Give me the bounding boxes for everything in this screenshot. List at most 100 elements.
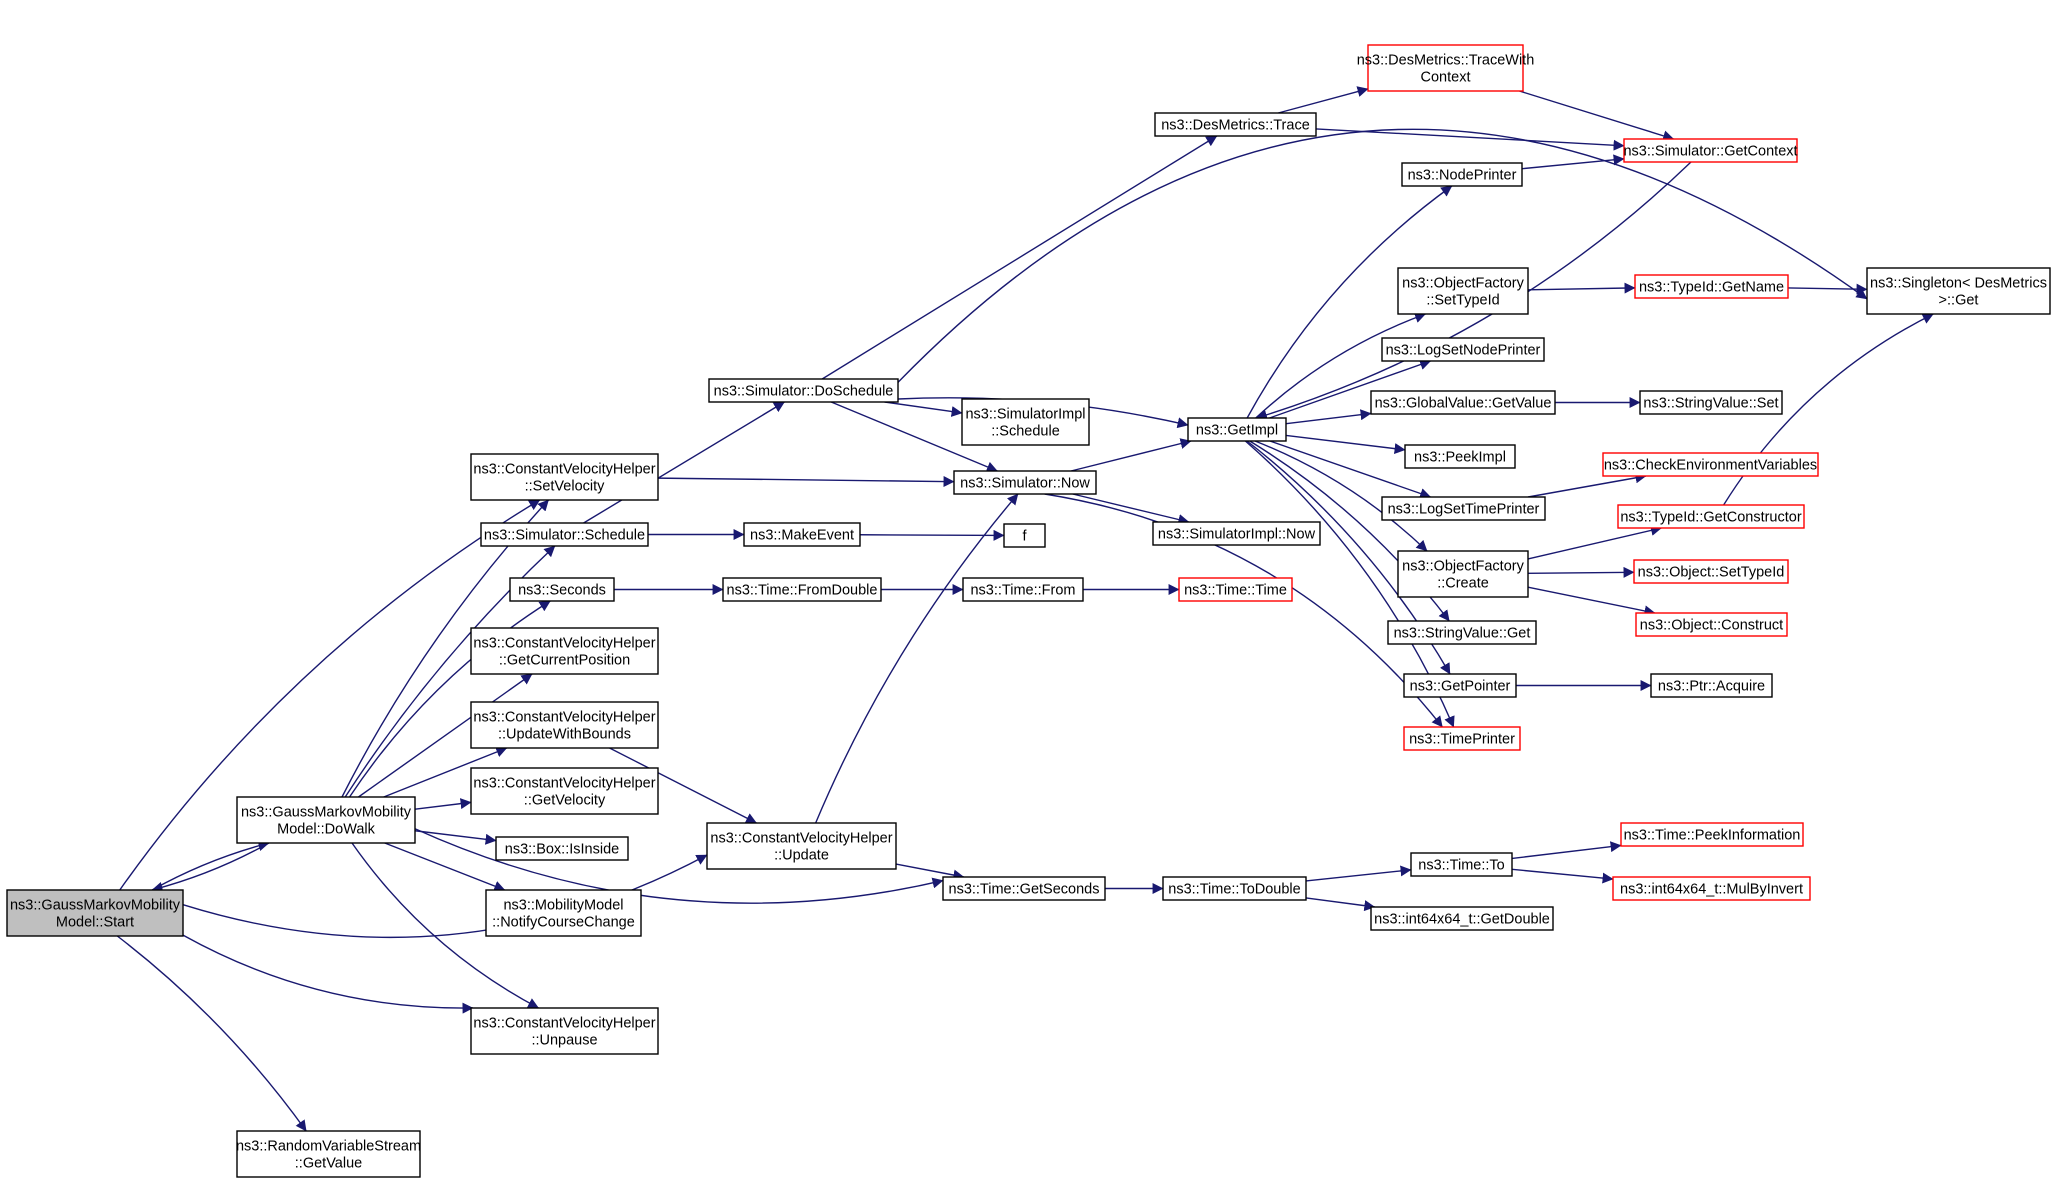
node-label: ns3::Seconds xyxy=(518,583,606,599)
node-checkenv[interactable]: ns3::CheckEnvironmentVariables xyxy=(1602,452,1819,477)
node-label: ::Unpause xyxy=(531,1033,597,1049)
node-box xyxy=(962,577,1084,602)
node-getpointer[interactable]: ns3::GetPointer xyxy=(1403,673,1517,698)
node-label: ns3::MakeEvent xyxy=(750,528,854,544)
node-box xyxy=(1633,559,1789,584)
edge-dowalk-to-updbounds xyxy=(383,746,508,798)
node-label: ns3::Box::IsInside xyxy=(505,842,619,858)
node-box xyxy=(1370,390,1556,415)
node-acquire[interactable]: ns3::Ptr::Acquire xyxy=(1650,673,1773,698)
node-notify[interactable]: ns3::MobilityModel::NotifyCourseChange xyxy=(485,889,642,937)
node-now[interactable]: ns3::Simulator::Now xyxy=(953,470,1097,495)
edge-getimpl-to-logsetnode xyxy=(1269,359,1432,419)
node-todouble[interactable]: ns3::Time::ToDouble xyxy=(1162,876,1307,901)
node-getname[interactable]: ns3::TypeId::GetName xyxy=(1634,274,1789,299)
node-getcontext[interactable]: ns3::Simulator::GetContext xyxy=(1623,138,1798,163)
node-box xyxy=(1397,267,1529,315)
node-getdouble[interactable]: ns3::int64x64_t::GetDouble xyxy=(1370,906,1554,931)
node-timetime[interactable]: ns3::Time::Time xyxy=(1178,577,1293,602)
edge-dowalk-to-unpause xyxy=(351,842,539,1009)
node-peekinfo[interactable]: ns3::Time::PeekInformation xyxy=(1620,822,1804,847)
node-label: Context xyxy=(1421,70,1471,86)
node-getseconds[interactable]: ns3::Time::GetSeconds xyxy=(942,876,1106,901)
node-label: ns3::TypeId::GetConstructor xyxy=(1620,510,1802,526)
node-simimplnow[interactable]: ns3::SimulatorImpl::Now xyxy=(1152,521,1321,546)
node-mulbyinvert[interactable]: ns3::int64x64_t::MulByInvert xyxy=(1612,876,1811,901)
node-trace[interactable]: ns3::DesMetrics::Trace xyxy=(1154,112,1317,137)
node-label: ns3::CheckEnvironmentVariables xyxy=(1604,458,1817,474)
node-label: >::Get xyxy=(1939,293,1979,309)
node-getimpl[interactable]: ns3::GetImpl xyxy=(1187,417,1287,442)
node-fromdouble[interactable]: ns3::Time::FromDouble xyxy=(722,577,882,602)
edge-doschedule-to-simimplsched xyxy=(884,401,963,417)
node-box xyxy=(1403,726,1521,751)
node-box xyxy=(1650,673,1773,698)
node-from[interactable]: ns3::Time::From xyxy=(962,577,1084,602)
node-box xyxy=(1634,274,1789,299)
node-label: ns3::ConstantVelocityHelper xyxy=(710,831,892,847)
node-box xyxy=(1370,906,1554,931)
node-objsettypeid[interactable]: ns3::Object::SetTypeId xyxy=(1633,559,1789,584)
node-label: ::Update xyxy=(774,848,829,864)
node-timeto[interactable]: ns3::Time::To xyxy=(1410,852,1513,877)
node-getctor[interactable]: ns3::TypeId::GetConstructor xyxy=(1617,504,1805,529)
node-getcurpos[interactable]: ns3::ConstantVelocityHelper::GetCurrentP… xyxy=(470,627,659,675)
node-label: ns3::Time::Time xyxy=(1184,583,1287,599)
node-f[interactable]: f xyxy=(1003,523,1046,548)
node-label: ns3::Time::From xyxy=(970,583,1075,599)
node-getvel[interactable]: ns3::ConstantVelocityHelper::GetVelocity xyxy=(470,767,659,815)
node-isinside[interactable]: ns3::Box::IsInside xyxy=(495,836,629,861)
node-setvel[interactable]: ns3::ConstantVelocityHelper::SetVelocity xyxy=(470,453,659,501)
node-makeevent[interactable]: ns3::MakeEvent xyxy=(743,522,861,547)
node-logsetnode[interactable]: ns3::LogSetNodePrinter xyxy=(1381,337,1545,362)
edge-getimpl-to-logsettime xyxy=(1269,440,1432,499)
node-label: f xyxy=(1022,529,1027,545)
node-box xyxy=(1866,267,2051,315)
edge-dowalk-to-notify xyxy=(384,842,506,892)
node-label: ::SetTypeId xyxy=(1426,293,1499,309)
node-svget[interactable]: ns3::StringValue::Get xyxy=(1387,620,1537,645)
edge-schedule-to-doschedule xyxy=(583,401,785,524)
edge-ofcreate-to-getctor xyxy=(1527,525,1662,560)
node-doschedule[interactable]: ns3::Simulator::DoSchedule xyxy=(708,378,899,403)
node-box xyxy=(1612,876,1811,901)
node-label: ns3::ConstantVelocityHelper xyxy=(473,636,655,652)
edge-trace-to-tracewith xyxy=(1278,86,1369,114)
node-box xyxy=(1381,337,1545,362)
node-unpause[interactable]: ns3::ConstantVelocityHelper::Unpause xyxy=(470,1007,659,1055)
edge-getimpl-to-nodeprinter xyxy=(1246,185,1453,419)
node-seconds[interactable]: ns3::Seconds xyxy=(509,577,615,602)
node-singleton[interactable]: ns3::Singleton< DesMetrics >::Get xyxy=(1866,267,2051,315)
node-label: ns3::GlobalValue::GetValue xyxy=(1375,396,1552,412)
edge-start-to-dowalk xyxy=(151,840,270,891)
node-ofsettypeid[interactable]: ns3::ObjectFactory::SetTypeId xyxy=(1397,267,1529,315)
node-timeprinter[interactable]: ns3::TimePrinter xyxy=(1403,726,1521,751)
node-nodeprinter[interactable]: ns3::NodePrinter xyxy=(1401,162,1523,187)
node-gvgetvalue[interactable]: ns3::GlobalValue::GetValue xyxy=(1370,390,1556,415)
edge-timeto-to-peekinfo xyxy=(1511,841,1622,860)
node-updbounds[interactable]: ns3::ConstantVelocityHelper::UpdateWithB… xyxy=(470,701,659,749)
node-schedule[interactable]: ns3::Simulator::Schedule xyxy=(480,522,649,547)
node-logsettime[interactable]: ns3::LogSetTimePrinter xyxy=(1381,496,1546,521)
node-label: ns3::Singleton< DesMetrics xyxy=(1870,276,2047,292)
node-update[interactable]: ns3::ConstantVelocityHelper::Update xyxy=(706,822,897,870)
node-label: ns3::DesMetrics::TraceWith xyxy=(1357,53,1535,69)
edge-logsettime-to-checkenv xyxy=(1527,472,1647,498)
node-rvs[interactable]: ns3::RandomVariableStream::GetValue xyxy=(236,1130,421,1178)
node-box xyxy=(1187,417,1287,442)
node-box xyxy=(1401,162,1523,187)
node-svset[interactable]: ns3::StringValue::Set xyxy=(1639,390,1783,415)
node-construct[interactable]: ns3::Object::Construct xyxy=(1635,612,1788,637)
node-label: ns3::LogSetNodePrinter xyxy=(1386,343,1541,359)
node-box xyxy=(1397,550,1529,598)
node-simimplsched[interactable]: ns3::SimulatorImpl::Schedule xyxy=(961,398,1090,446)
node-box xyxy=(470,453,659,501)
node-ofcreate[interactable]: ns3::ObjectFactory::Create xyxy=(1397,550,1529,598)
node-peekimpl[interactable]: ns3::PeekImpl xyxy=(1404,444,1516,469)
node-label: ns3::ConstantVelocityHelper xyxy=(473,1016,655,1032)
edge-doschedule-to-now xyxy=(830,401,998,473)
